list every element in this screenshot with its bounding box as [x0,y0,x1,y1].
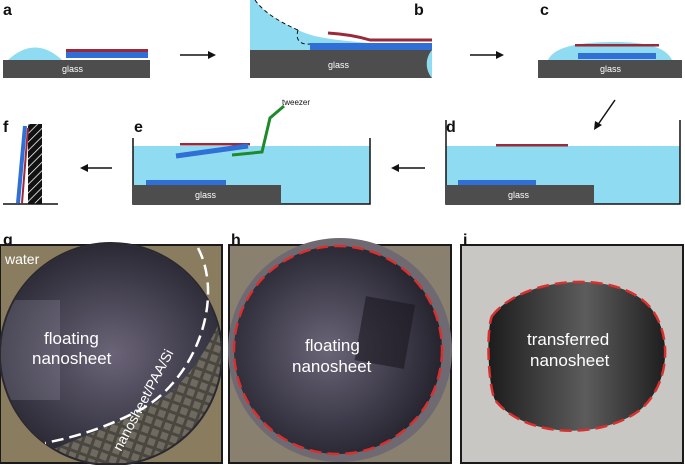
arrow-e-f [80,164,112,172]
panel-label-c: c [540,2,549,19]
boundary-dashed-i [487,280,667,432]
nanosheet [66,49,148,52]
panel-d: d glass [445,119,681,205]
substrate-d [458,180,536,185]
tweezer-label: tweezer [282,98,310,107]
floating-label-g: floating [44,329,99,348]
arrow-d-e [391,164,425,172]
panel-label-e: e [134,119,143,136]
glass-slide-e [133,185,281,204]
meniscus-dashed [254,0,299,31]
panel-label-f: f [3,119,9,136]
substrate-f [16,125,27,204]
panel-i: transferred nanosheet i [460,232,684,464]
panel-label-b: b [414,2,424,19]
hatched-block [28,124,42,204]
water-label: water [4,251,40,267]
transferred-label: transferred [527,330,609,349]
panel-label-g: g [3,232,13,249]
nanosheet-e [180,143,250,146]
water-drop [8,47,62,60]
floating-label-h: floating [305,336,360,355]
substrate-b [310,43,432,50]
arrow-b-c [470,51,504,59]
substrate-tilted [175,143,249,159]
peeling-nanosheet [327,31,432,42]
nanosheet-label-g: nanosheet [32,349,112,368]
glass-label-c: glass [600,64,622,74]
substrate-e [146,180,226,185]
boundary-dashed-g [44,247,210,445]
glass-label-d: glass [508,190,530,200]
panel-h: floating nanosheet h [228,232,452,464]
glass-label-e: glass [195,190,217,200]
floating-nanosheet-g [1,245,221,463]
transferred-nanosheet [488,281,666,431]
panel-e: e tweezer glass [132,98,371,205]
nanosheet-label-i: nanosheet [530,351,610,370]
tweezer [231,104,285,157]
glass-slide-c [538,60,682,78]
panel-g: g water floating nanosheet nanosheet/PAA… [0,232,223,466]
panel-f: f [3,119,58,205]
nanosheet-c [575,44,659,47]
glass-slide [3,60,150,78]
panel-label-i: i [463,232,467,249]
floating-nanosheet-h [234,246,442,454]
boundary-dashed-h [232,244,444,456]
glass-label-b: glass [328,60,350,70]
nanosheet-f [21,127,29,204]
glass-slide-b [250,50,432,78]
panel-b: glass b [250,0,432,78]
panel-label-h: h [231,232,241,249]
glass-label-a: glass [62,64,84,74]
substrate-c [578,53,656,59]
nanosheet-label-h: nanosheet [292,357,372,376]
arrow-c-d [594,99,616,130]
nanosheet-d [496,144,568,147]
panel-label-d: d [446,119,456,136]
panel-a: a glass [3,2,150,78]
arrow-a-b [180,51,216,59]
glass-slide-d [446,185,594,204]
substrate [66,52,148,58]
panel-label-a: a [3,2,12,19]
panel-c: c glass [538,2,682,78]
